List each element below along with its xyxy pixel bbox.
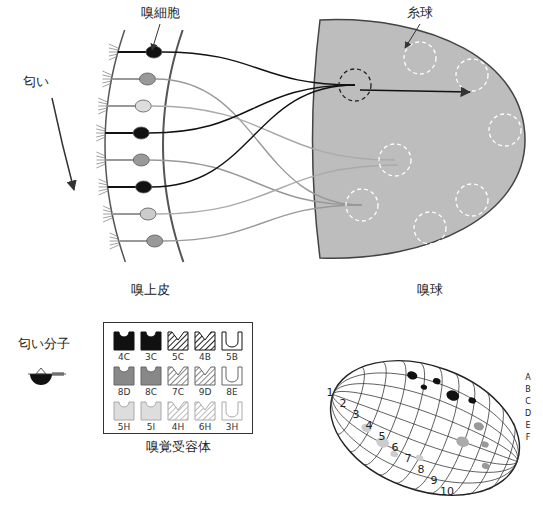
mitral-output: [360, 90, 470, 92]
receptor-code: 6H: [199, 423, 212, 433]
epithelium-label: 嗅上皮: [131, 283, 170, 297]
receptor-code: 4C: [118, 353, 130, 363]
axons: [149, 52, 398, 241]
odor-arrow: [52, 98, 74, 190]
receptor-code: 3H: [226, 423, 239, 433]
bulb-map: [312, 336, 539, 509]
axis-letter: B: [525, 386, 531, 395]
receptor-code: 8E: [226, 388, 237, 398]
receptor-code: 5I: [147, 423, 155, 433]
box-heading: 嗅覚受容体: [146, 438, 211, 456]
cell-label: 嗅細胞: [141, 6, 180, 20]
axis-number: 4: [366, 420, 373, 432]
glomeruli: [339, 42, 521, 244]
axis-number: 1: [327, 387, 334, 399]
receptor-code: 7C: [172, 388, 184, 398]
axis-number: 8: [418, 464, 425, 476]
leader-line: [405, 24, 420, 48]
odor-label: 匂い: [23, 75, 49, 89]
axis-number: 2: [340, 398, 347, 410]
leader-line: [152, 24, 160, 50]
receptor-code: 8D: [118, 388, 131, 398]
axis-number: 10: [440, 486, 454, 498]
receptor-code: 4B: [199, 353, 211, 363]
receptor-code: 8C: [145, 388, 157, 398]
receptor-code: 5C: [172, 353, 184, 363]
olfactory-epithelium: [96, 30, 183, 262]
axis-number: 5: [379, 431, 386, 443]
axis-number: 3: [353, 409, 360, 421]
glomerulus-label: 糸球: [407, 6, 433, 20]
molecule-label: 匂い分子: [18, 337, 70, 351]
olfactory-bulb: [313, 20, 526, 259]
receptor-code: 5H: [118, 423, 131, 433]
axis-number: 6: [392, 442, 399, 454]
bulb-label: 嗅球: [417, 283, 443, 297]
receptor-code: 4H: [172, 423, 185, 433]
axis-letter: D: [525, 410, 531, 419]
axis-letter: F: [526, 434, 531, 443]
odor-molecule: [28, 368, 66, 385]
axis-number: 9: [431, 475, 438, 487]
receptor-icons: [114, 332, 242, 420]
axis-number: 7: [405, 453, 412, 465]
axis-letter: A: [525, 374, 530, 383]
axis-letter: C: [525, 398, 531, 407]
receptor-box: 嗅覚受容体: [103, 322, 253, 434]
receptor-code: 3C: [145, 353, 157, 363]
receptor-code: 9D: [199, 388, 212, 398]
axis-letter: E: [525, 422, 530, 431]
receptor-code: 5B: [226, 353, 238, 363]
